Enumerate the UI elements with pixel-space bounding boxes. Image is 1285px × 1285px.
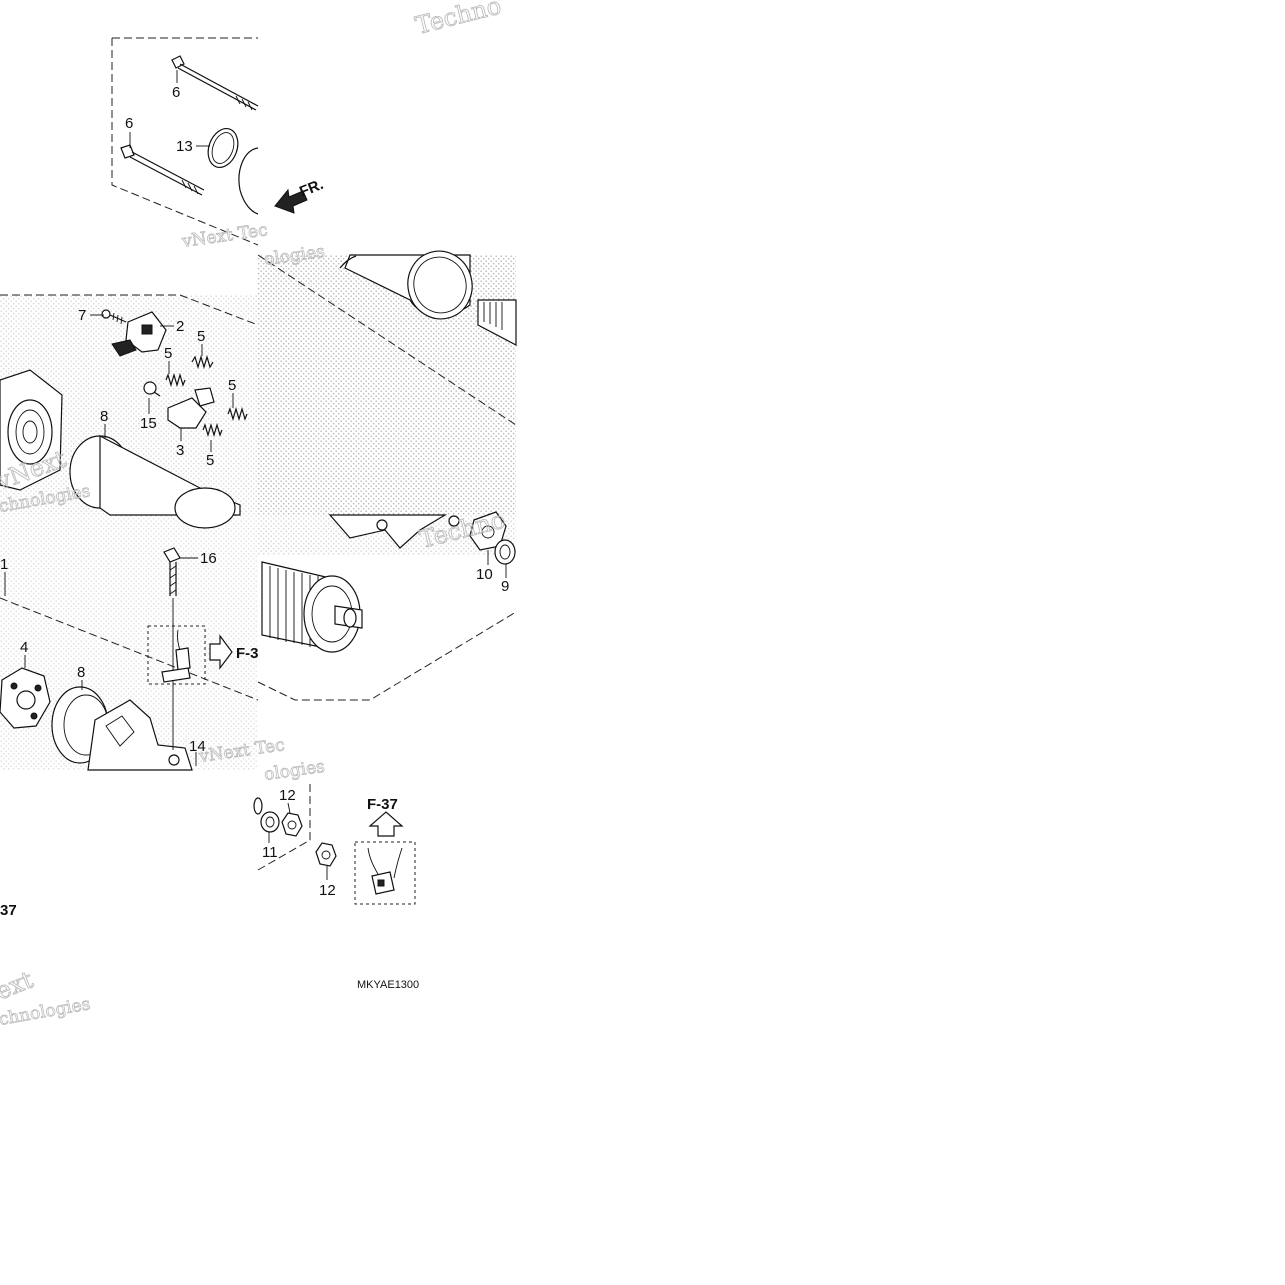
yoke-cylinder	[69, 435, 241, 529]
outline-arrow-up	[368, 811, 404, 837]
callout-7: 7	[78, 307, 86, 324]
top-panel: FR.	[120, 55, 326, 215]
outline-arrow-right	[209, 634, 233, 670]
terminal-bolt-7	[101, 309, 127, 325]
harness-clamp-box	[147, 625, 206, 685]
connector-box	[354, 841, 416, 905]
bolt-lower	[120, 144, 205, 196]
springs	[165, 354, 248, 438]
callout-6-lower: 6	[125, 115, 133, 132]
lower-right-panel: F-37	[253, 796, 416, 905]
callout-15: 15	[140, 415, 157, 432]
callout-5-a: 5	[197, 328, 205, 345]
image-code: MKYAE1300	[357, 979, 419, 991]
watermark-9: ext	[0, 965, 37, 1005]
end-cover	[0, 369, 63, 491]
callout-10: 10	[476, 566, 493, 583]
bolt-upper	[171, 55, 259, 111]
callout-1: 1	[0, 556, 8, 573]
ref-37: 37	[0, 902, 17, 919]
callout-12-lower: 12	[319, 882, 336, 899]
watermark-1: Techno	[413, 0, 504, 40]
callout-16: 16	[200, 550, 217, 567]
bolt-16	[163, 547, 181, 596]
watermark-8: ologies	[263, 757, 326, 785]
leader-lines	[4, 70, 507, 880]
callout-11: 11	[262, 844, 278, 861]
lower-left-panel: F-3 37	[0, 547, 259, 919]
callout-14: 14	[189, 738, 206, 755]
fr-label: FR.	[297, 176, 326, 201]
callout-6-upper: 6	[172, 84, 180, 101]
brush-holder-panel	[0, 309, 248, 529]
nut-12-upper	[281, 812, 303, 837]
brush-assembly-4	[0, 667, 51, 729]
callout-labels: 6 6 13 7 2 5 5 5 5 15 8 3 16 1 10 9 4 8 …	[0, 84, 509, 899]
screw-15	[143, 381, 161, 397]
front-direction-arrow: FR.	[274, 176, 326, 214]
seal-9	[494, 539, 516, 565]
ref-f3: F-3	[236, 645, 259, 662]
watermark-2: vNext Tec	[180, 220, 269, 252]
ref-f37: F-37	[367, 796, 398, 813]
motor-case-panel	[339, 250, 517, 346]
callout-8-lower: 8	[77, 664, 85, 681]
armature-panel	[261, 511, 516, 653]
callout-5-d: 5	[206, 452, 214, 469]
brush-holder-2	[111, 311, 167, 357]
callout-13: 13	[176, 138, 193, 155]
rear-bracket	[87, 699, 193, 771]
motor-end-outline	[238, 147, 259, 215]
callout-4: 4	[20, 639, 28, 656]
armature	[261, 561, 363, 653]
washer-11	[260, 811, 280, 833]
callout-5-b: 5	[164, 345, 172, 362]
callout-12-upper: 12	[279, 787, 296, 804]
o-ring-13	[207, 128, 239, 168]
callout-9: 9	[501, 578, 509, 595]
splined-shaft	[477, 299, 517, 346]
callout-3: 3	[176, 442, 184, 459]
brush-holder-3	[167, 387, 215, 429]
callout-2: 2	[176, 318, 184, 335]
callout-8-upper: 8	[100, 408, 108, 425]
assembly-boundaries	[0, 37, 517, 871]
nut-12-lower	[315, 842, 337, 867]
callout-5-c: 5	[228, 377, 236, 394]
